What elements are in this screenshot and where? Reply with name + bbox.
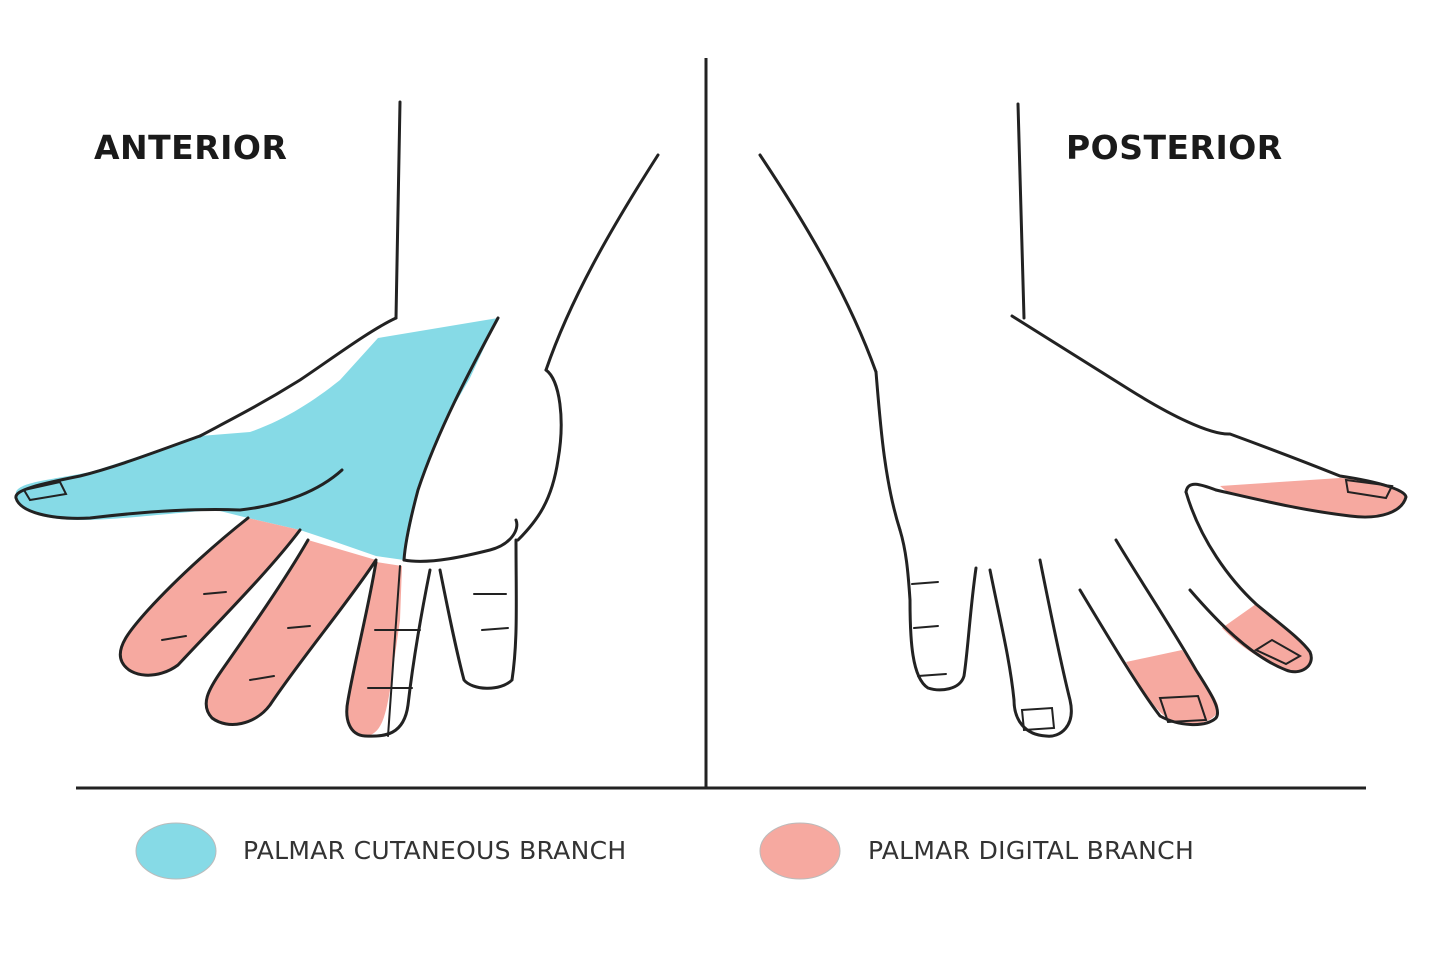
anterior-digital-middle — [206, 540, 376, 725]
anterior-hand — [14, 100, 660, 738]
legend-label-palmar-cutaneous: PALMAR CUTANEOUS BRANCH — [243, 836, 627, 865]
legend-swatch-palmar-digital — [759, 822, 841, 880]
legend-swatch-palmar-cutaneous — [135, 822, 217, 880]
anterior-digital-index — [120, 518, 300, 676]
posterior-digital-index-tip — [1222, 604, 1312, 671]
anterior-view-label: ANTERIOR — [94, 128, 288, 167]
anterior-digital-ring-half — [346, 562, 402, 736]
posterior-hand — [758, 102, 1408, 738]
legend-label-palmar-digital: PALMAR DIGITAL BRANCH — [868, 836, 1195, 865]
anterior-cutaneous-region — [15, 318, 498, 560]
posterior-view-label: POSTERIOR — [1066, 128, 1283, 167]
posterior-digital-thumb — [1220, 478, 1406, 517]
